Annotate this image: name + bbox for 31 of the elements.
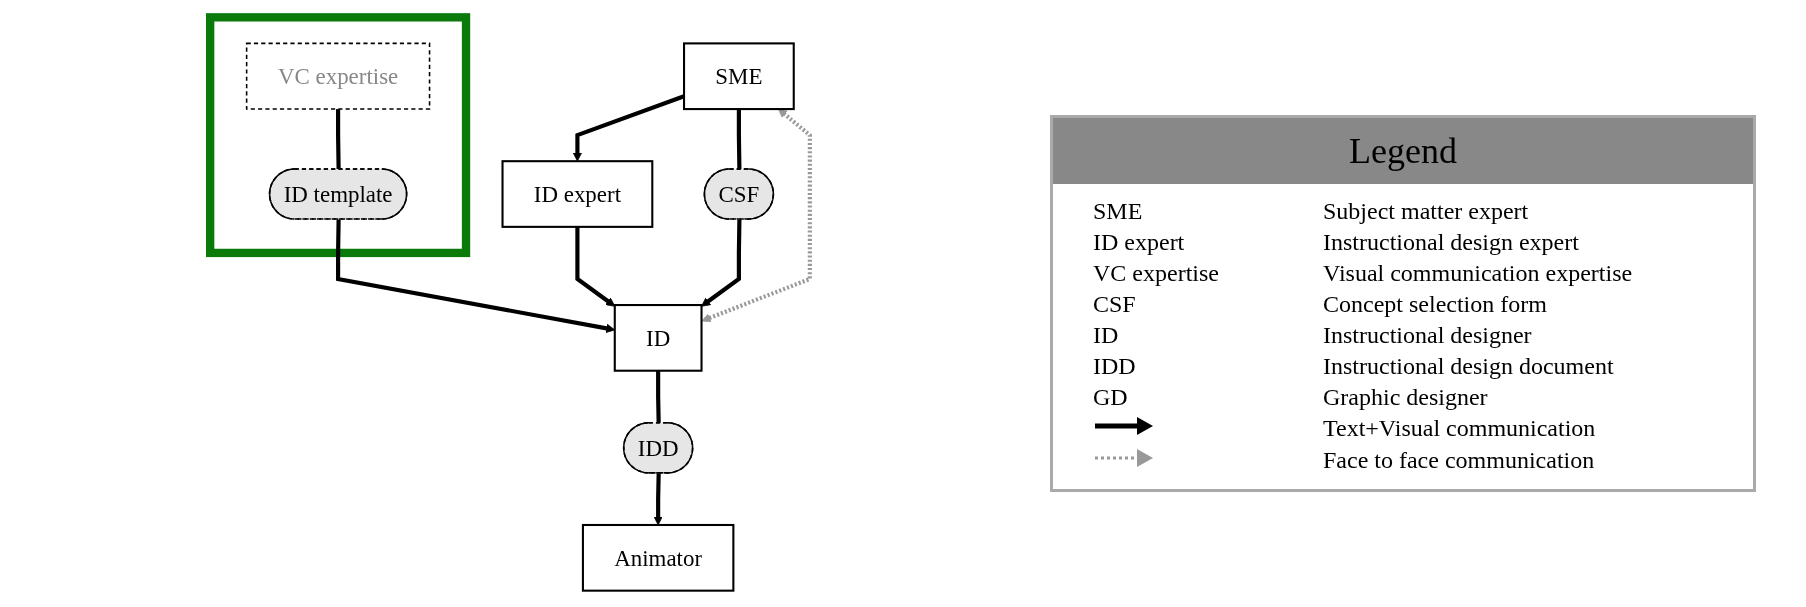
node-box: ID expert <box>501 159 654 228</box>
legend-title: Legend <box>1053 118 1753 184</box>
abbreviation: ID <box>1093 322 1120 349</box>
connector <box>736 108 742 170</box>
node-box: ID <box>613 303 703 372</box>
legend-label: Text+Visual communication <box>1323 415 1597 443</box>
node-box: SME <box>683 41 795 110</box>
cluster <box>206 12 471 257</box>
abbreviation: ID expert <box>1093 229 1186 256</box>
arrow <box>701 219 742 307</box>
node-box: VC expertise <box>245 42 431 110</box>
arrow <box>336 219 616 333</box>
definition: Instructional designer <box>1323 322 1533 349</box>
definition: Concept selection form <box>1323 291 1548 318</box>
node-box: Animator <box>581 523 735 592</box>
definition: Instructional design document <box>1323 353 1615 380</box>
abbreviation: IDD <box>1093 353 1137 380</box>
abbreviation: SME <box>1093 198 1144 225</box>
definition: Subject matter expert <box>1323 198 1530 225</box>
definition: Graphic designer <box>1323 384 1489 411</box>
abbreviation: VC expertise <box>1093 260 1220 287</box>
arrow <box>701 108 812 322</box>
legend-label: Face to face communication <box>1323 447 1596 475</box>
arrow <box>575 226 616 307</box>
arrow <box>653 472 663 525</box>
connector <box>336 108 341 170</box>
abbreviation: GD <box>1093 384 1129 411</box>
abbreviation: CSF <box>1093 291 1137 318</box>
definition: Visual communication expertise <box>1323 260 1634 287</box>
connector <box>656 370 661 423</box>
definition: Instructional design expert <box>1323 229 1580 256</box>
